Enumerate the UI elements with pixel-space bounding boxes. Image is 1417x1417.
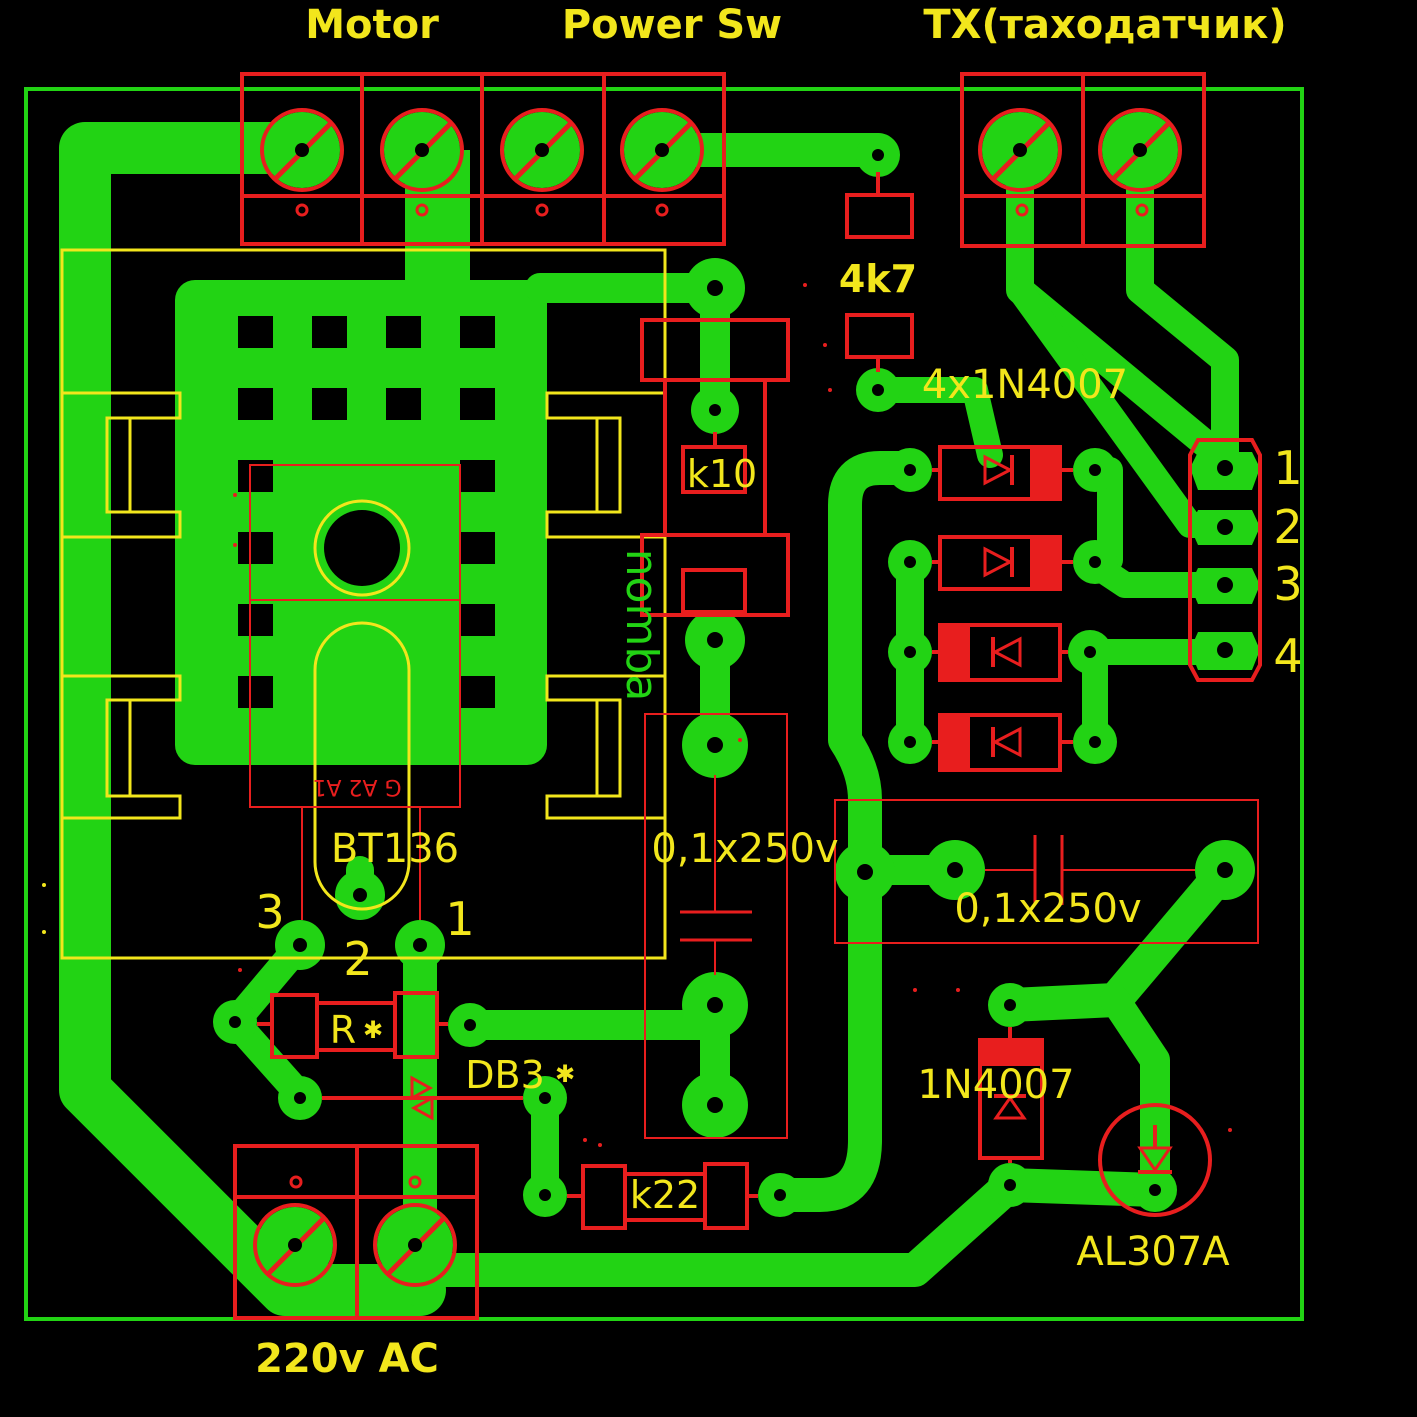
trace-tx2 — [1126, 136, 1239, 479]
board-mark: nomba — [616, 549, 667, 702]
screw-ac-1 — [253, 1175, 337, 1287]
label-power-sw: Power Sw — [562, 2, 782, 48]
header-pin-4: 4 — [1273, 629, 1302, 683]
trace-bottom-return — [413, 1168, 1172, 1287]
triac-pin-3: 3 — [255, 885, 284, 939]
heatsink-silkscreen — [60, 248, 667, 960]
header-pin-3: 3 — [1273, 557, 1302, 611]
star-marker-r: ✱ — [363, 1016, 383, 1044]
terminal-block-ac — [233, 1144, 479, 1320]
label-4x1n4007: 4x1N4007 — [922, 362, 1128, 408]
label-bt136: BT136 — [331, 826, 459, 872]
label-1n4007: 1N4007 — [917, 1062, 1074, 1108]
triac-pin-2: 2 — [343, 932, 372, 986]
board-outline — [24, 87, 1304, 1321]
diode-d1 — [932, 445, 1073, 501]
star-marker-db3: ✱ — [555, 1060, 575, 1088]
header-pin-1: 1 — [1273, 441, 1302, 495]
diode-d2 — [932, 535, 1073, 591]
terminal-block-tx — [960, 72, 1206, 248]
screw-sw-2 — [620, 108, 704, 217]
label-k10: k10 — [687, 452, 757, 496]
label-db3: DB3 — [465, 1053, 545, 1097]
label-k22: k22 — [630, 1173, 700, 1217]
screw-motor-1 — [260, 108, 344, 217]
trace-4k7-bottom — [865, 377, 1003, 468]
screw-ac-2 — [373, 1175, 457, 1287]
label-r-star: R — [330, 1008, 356, 1052]
diode-d3 — [932, 623, 1068, 682]
diode-d4 — [932, 713, 1073, 772]
screw-terminals — [253, 108, 1182, 1287]
drill-holes — [229, 149, 1233, 1201]
trace-left-outer — [59, 122, 446, 1316]
label-ac: 220v AC — [255, 1336, 439, 1382]
header-pin-2: 2 — [1273, 500, 1302, 554]
label-cap-left: 0,1x250v — [651, 826, 838, 872]
triac-pkg-pins: G A2 A1 — [312, 774, 401, 799]
heatsink-holes — [238, 316, 495, 708]
label-cap-right: 0,1x250v — [954, 886, 1141, 932]
triac-outline — [249, 464, 461, 808]
label-4k7: 4k7 — [839, 257, 917, 301]
screw-tx-2 — [1098, 108, 1182, 217]
screw-sw-1 — [500, 108, 584, 217]
label-al307a: AL307A — [1076, 1229, 1230, 1275]
led-outline — [1098, 1103, 1212, 1217]
pin-header — [1188, 438, 1262, 682]
labels: Motor Power Sw TX(таходатчик) 220v AC 4k… — [255, 2, 1303, 1382]
label-tx: TX(таходатчик) — [923, 2, 1286, 48]
stray-markers — [42, 283, 1232, 1147]
component-outlines — [233, 72, 1259, 1320]
label-motor: Motor — [305, 2, 439, 48]
terminal-block-motor-sw — [240, 72, 726, 246]
triac-pin-1: 1 — [445, 892, 474, 946]
screw-tx-1 — [978, 108, 1062, 217]
screw-motor-2 — [380, 108, 464, 217]
trace-center-net — [763, 451, 927, 1212]
